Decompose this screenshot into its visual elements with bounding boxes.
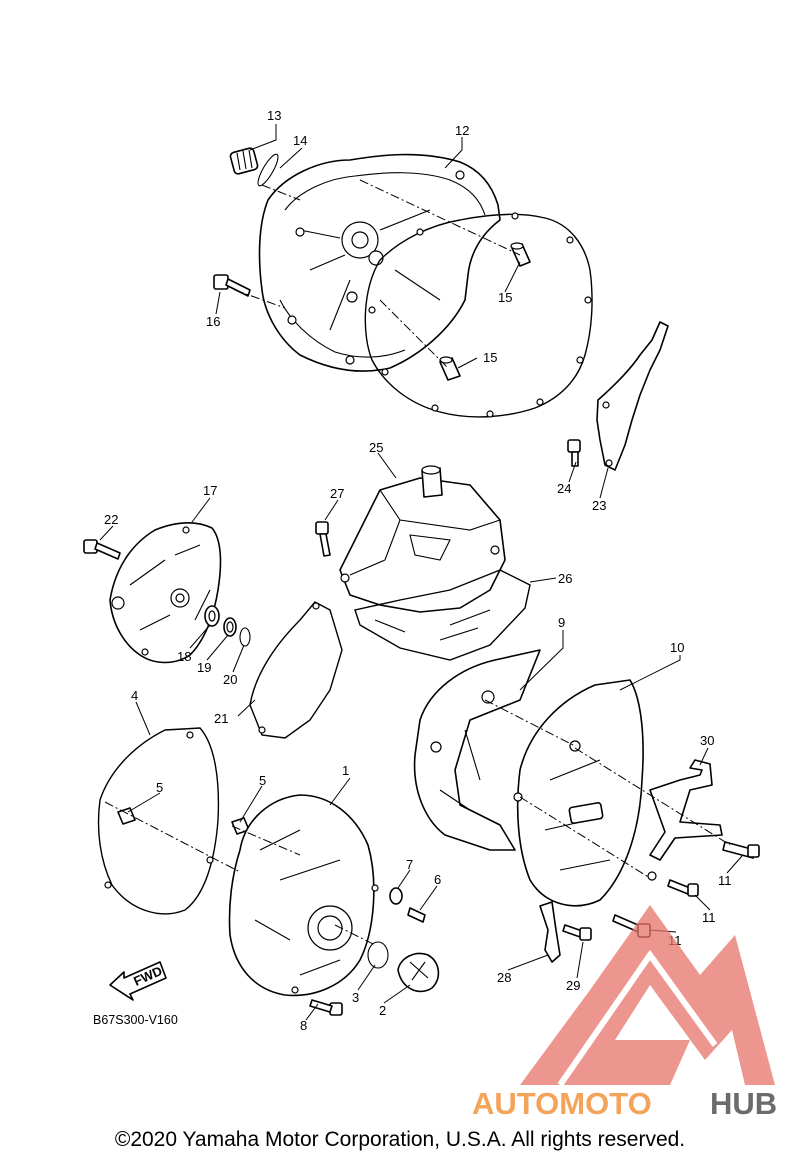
callout-11b: 11 xyxy=(702,910,716,925)
callout-2: 2 xyxy=(379,1003,386,1018)
clutch-cover xyxy=(258,153,501,372)
clutch-cover-gasket xyxy=(364,212,593,418)
callout-8: 8 xyxy=(300,1018,307,1033)
bolt-16 xyxy=(213,274,251,297)
callout-16: 16 xyxy=(206,314,220,329)
callout-18: 18 xyxy=(177,649,191,664)
callout-6: 6 xyxy=(434,872,441,887)
callout-5b: 5 xyxy=(259,773,266,788)
callout-22: 22 xyxy=(104,512,118,527)
circlip-20 xyxy=(239,627,251,647)
generator-cover-1 xyxy=(228,794,379,997)
bolt-29 xyxy=(562,924,592,941)
callout-numbers: 1 2 3 4 5 5 6 7 8 9 10 11 11 11 12 13 14… xyxy=(104,108,732,1033)
callout-28: 28 xyxy=(497,970,511,985)
gasket-21 xyxy=(249,601,343,739)
seal-18 xyxy=(204,605,220,627)
callout-14: 14 xyxy=(293,133,307,148)
callout-15b: 15 xyxy=(483,350,497,365)
callout-24: 24 xyxy=(557,481,571,496)
watermark-suffix: HUB xyxy=(710,1086,777,1121)
bracket-28 xyxy=(539,901,561,963)
callout-19: 19 xyxy=(197,660,211,675)
bracket-23 xyxy=(596,321,669,471)
callout-26: 26 xyxy=(558,571,572,586)
bolt-27 xyxy=(315,521,331,557)
callout-20: 20 xyxy=(223,672,237,687)
callout-25: 25 xyxy=(369,440,383,455)
callout-7: 7 xyxy=(406,857,413,872)
callout-17: 17 xyxy=(203,483,217,498)
callout-30: 30 xyxy=(700,733,714,748)
guard-9 xyxy=(413,649,541,851)
washer-7 xyxy=(389,887,403,905)
leader-lines xyxy=(99,124,743,1021)
callout-1: 1 xyxy=(342,763,349,778)
callout-12: 12 xyxy=(455,123,469,138)
callout-27: 27 xyxy=(330,486,344,501)
oil-filler-cap xyxy=(229,147,259,175)
dowel-pins-top xyxy=(439,242,531,381)
gasket-26 xyxy=(354,569,531,661)
crankcase-cover-25 xyxy=(339,465,506,613)
bolt-6 xyxy=(407,907,426,923)
callout-21: 21 xyxy=(214,711,228,726)
bolt-22 xyxy=(83,539,121,560)
callout-29: 29 xyxy=(566,978,580,993)
callout-10: 10 xyxy=(670,640,684,655)
bolts-11 xyxy=(612,841,760,938)
o-ring xyxy=(257,153,279,187)
copyright-notice: ©2020 Yamaha Motor Corporation, U.S.A. A… xyxy=(114,1128,686,1151)
fwd-arrow-icon: FWD xyxy=(109,961,167,1001)
callout-13: 13 xyxy=(267,108,281,123)
callout-4: 4 xyxy=(131,688,138,703)
callout-23: 23 xyxy=(592,498,606,513)
o-ring-3 xyxy=(367,941,389,969)
watermark-logo-icon xyxy=(520,905,775,1087)
watermark-prefix: AUTOMOTO xyxy=(472,1086,652,1121)
callout-9: 9 xyxy=(558,615,565,630)
callout-3: 3 xyxy=(352,990,359,1005)
callout-15a: 15 xyxy=(498,290,512,305)
dowel-5a xyxy=(117,807,136,825)
washer-19 xyxy=(223,617,237,637)
callout-5a: 5 xyxy=(156,780,163,795)
bracket-30 xyxy=(649,759,723,861)
cover-17 xyxy=(109,522,222,664)
cover-10 xyxy=(513,679,657,907)
plug-2 xyxy=(397,952,440,993)
callout-11a: 11 xyxy=(718,873,732,888)
bolt-8 xyxy=(309,999,343,1016)
bolt-24 xyxy=(567,439,581,467)
gasket-4 xyxy=(97,727,220,915)
diagram-code: B67S300-V160 xyxy=(93,1013,178,1027)
